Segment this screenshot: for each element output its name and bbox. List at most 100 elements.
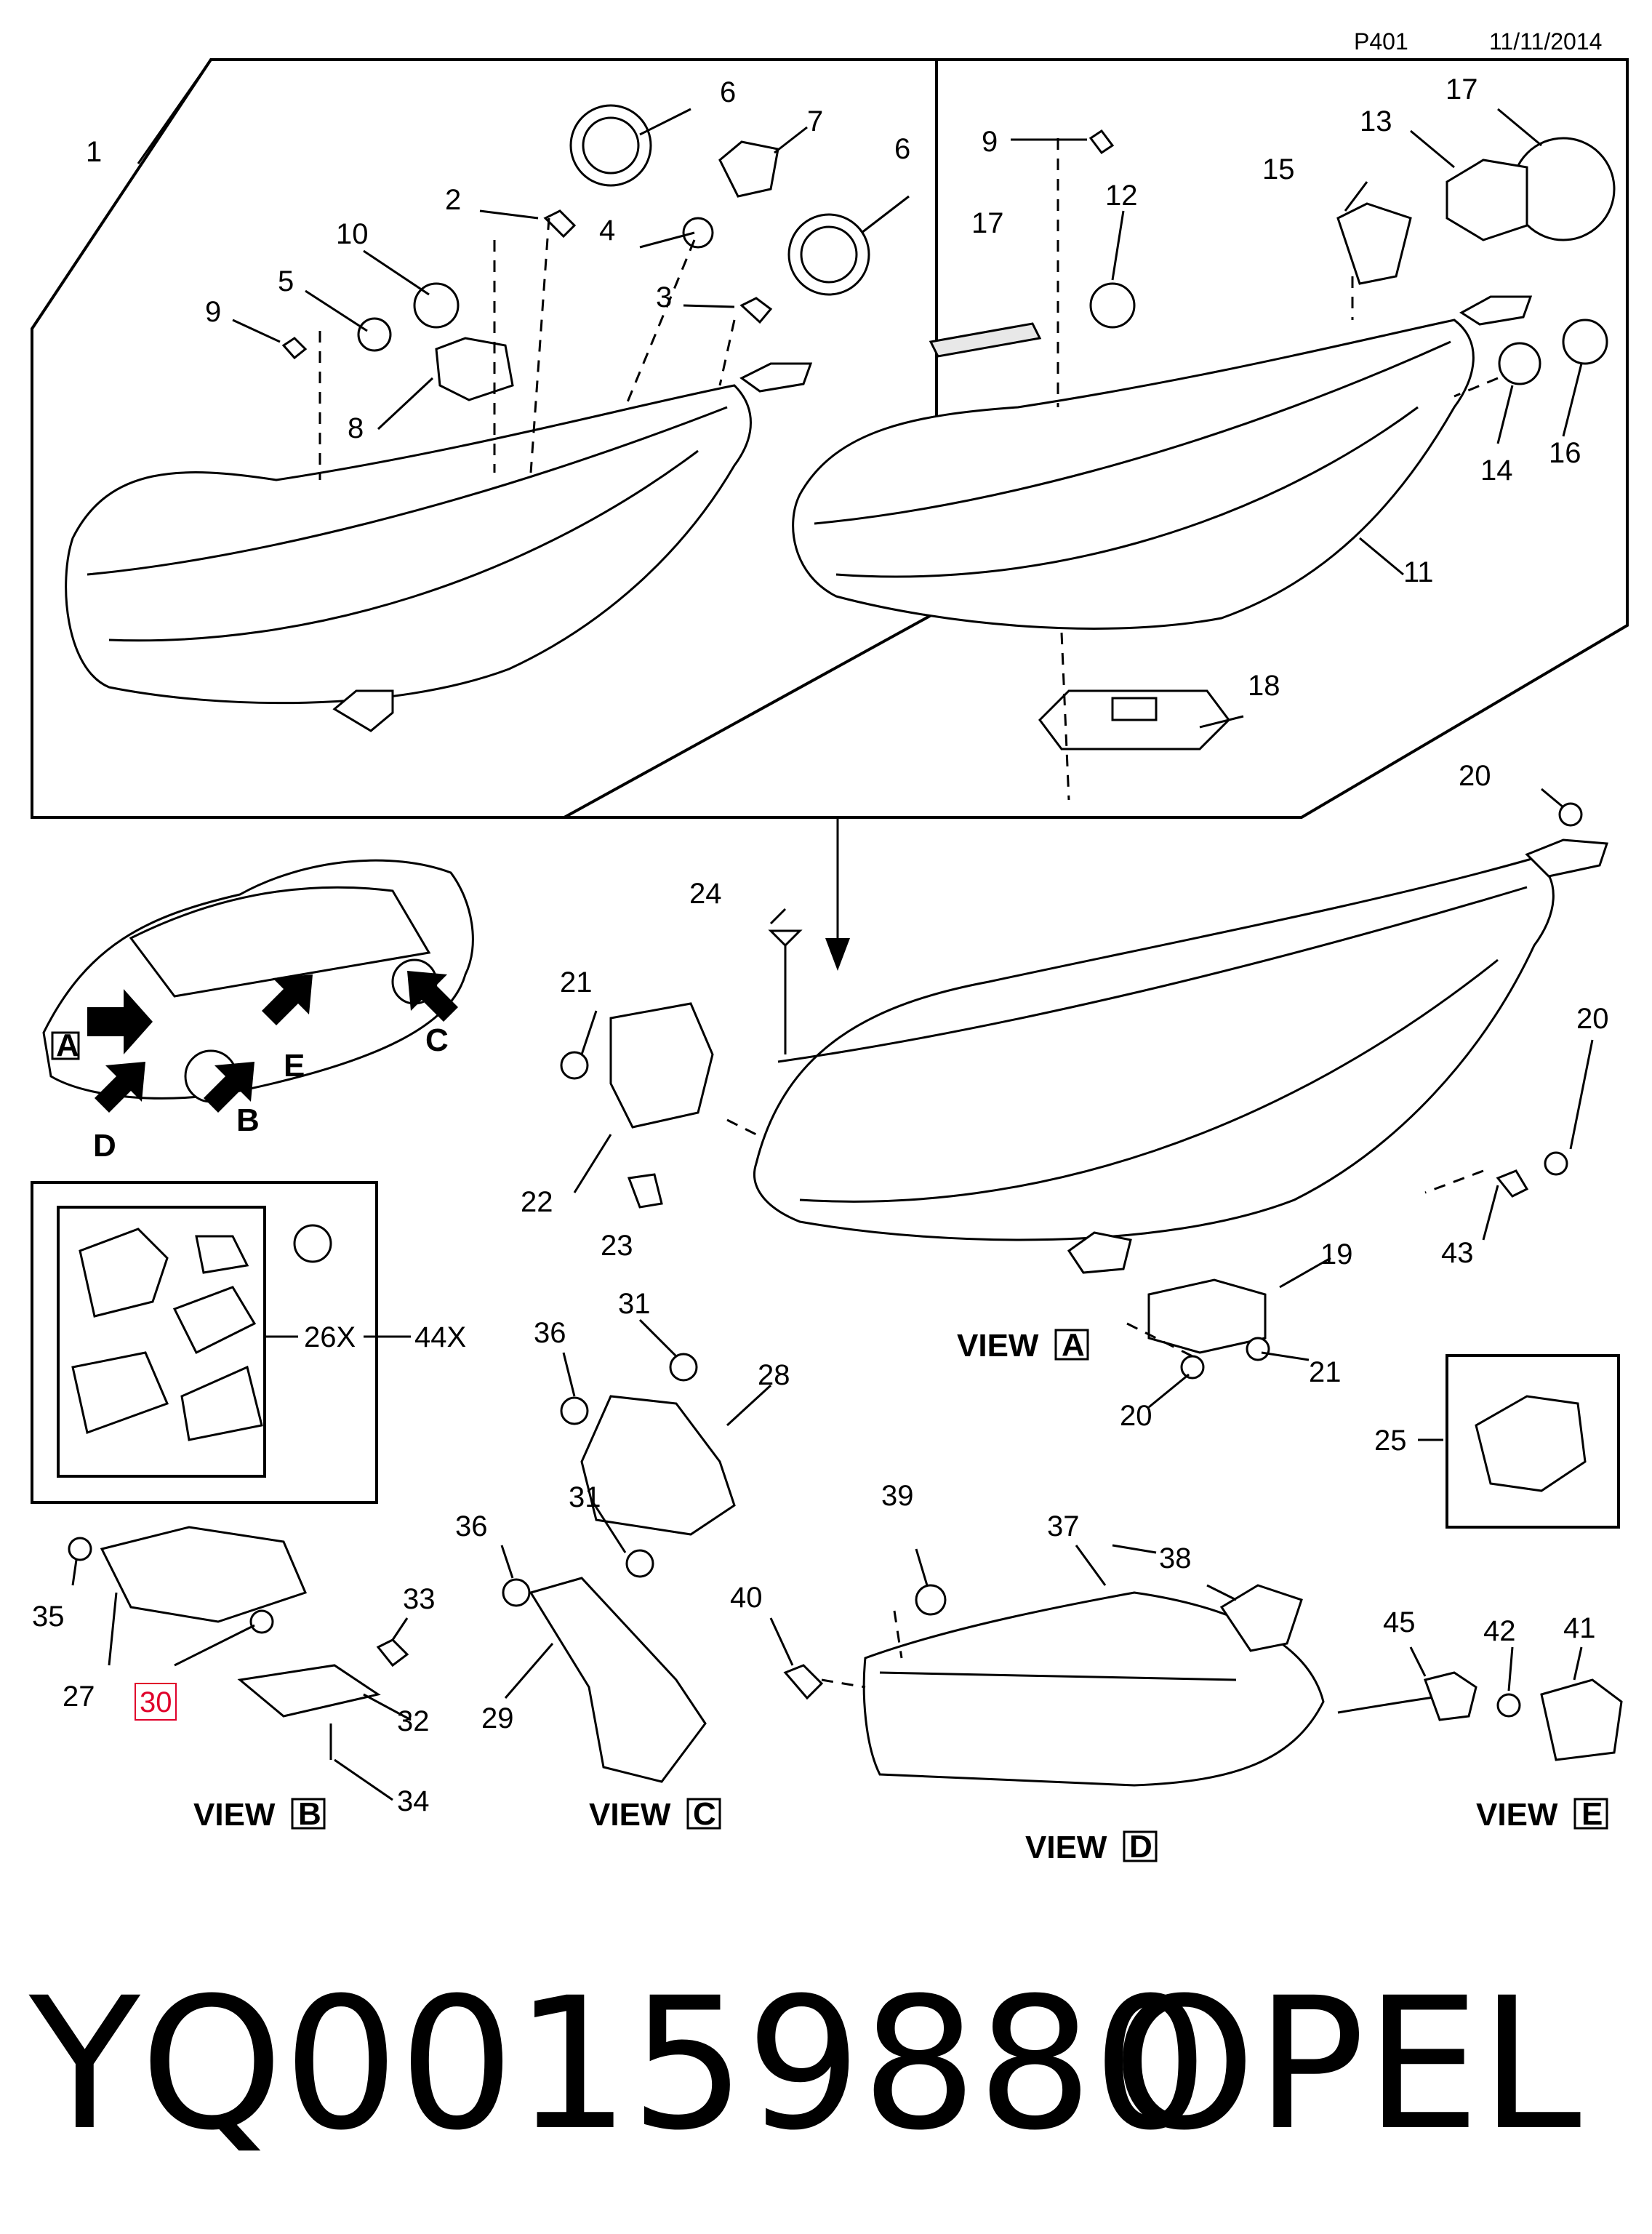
callout-40: 40 <box>730 1582 763 1614</box>
vehicle-sketch <box>42 859 474 1103</box>
callout-11: 11 <box>1403 556 1434 588</box>
callout-29: 29 <box>481 1702 514 1734</box>
marker-c: C <box>425 1022 449 1058</box>
headlamp-main <box>753 838 1609 1274</box>
clip-box <box>1446 1354 1620 1529</box>
view-d-caption: VIEW <box>1025 1830 1107 1865</box>
leader-lines-view-d <box>769 1544 1237 1689</box>
callout-20b: 20 <box>1576 1003 1609 1035</box>
sheet-code: P401 <box>1354 28 1408 55</box>
callout-10: 10 <box>336 218 369 250</box>
callout-43: 43 <box>1441 1237 1474 1269</box>
leader-lines-view-b <box>71 1559 412 1801</box>
kit-label-26x: 26X <box>304 1321 356 1353</box>
callout-23: 23 <box>601 1230 633 1262</box>
callout-numbers: 1 2 3 4 5 6 6 7 8 9 9 10 11 12 13 14 15 … <box>32 73 1609 1817</box>
leader-lines-view-a <box>573 788 1594 1409</box>
kit-box-outer <box>31 1181 378 1504</box>
leader-lines-view-e <box>1409 1646 1583 1691</box>
callout-9a: 9 <box>205 296 221 328</box>
callout-32: 32 <box>397 1705 430 1737</box>
kit-parts <box>71 1224 332 1441</box>
callout-21b: 21 <box>1309 1356 1342 1388</box>
callout-30: 30 <box>140 1686 172 1718</box>
callout-2: 2 <box>445 184 461 216</box>
callout-8: 8 <box>348 412 364 444</box>
pointer-arrow <box>825 938 850 971</box>
brand-name: OPEL <box>1112 1958 1581 2170</box>
callout-13: 13 <box>1360 105 1392 137</box>
callout-3: 3 <box>656 281 672 313</box>
callout-33: 33 <box>403 1583 436 1615</box>
leader-lines-view-c <box>500 1318 772 1699</box>
callout-38: 38 <box>1159 1542 1192 1574</box>
callout-35: 35 <box>32 1601 65 1633</box>
callout-6a: 6 <box>720 76 736 108</box>
marker-b: B <box>236 1102 260 1138</box>
callout-17b: 17 <box>971 207 1004 239</box>
view-d-letter: D <box>1129 1829 1152 1865</box>
callout-17a: 17 <box>1446 73 1478 105</box>
callout-1: 1 <box>86 136 102 168</box>
callout-16: 16 <box>1549 437 1581 469</box>
callout-24: 24 <box>689 878 722 910</box>
callout-21a: 21 <box>560 966 593 998</box>
view-e-sidemarker <box>1337 1671 1623 1761</box>
callout-5: 5 <box>278 265 294 297</box>
sheet-date: 11/11/2014 <box>1489 28 1602 55</box>
leader-lines-top <box>137 59 1583 801</box>
view-a-letter: A <box>1062 1327 1085 1363</box>
view-c-letter: C <box>693 1796 716 1832</box>
callout-19: 19 <box>1320 1238 1353 1270</box>
clip-part <box>1475 1395 1587 1492</box>
callout-39: 39 <box>881 1480 914 1512</box>
view-e-caption: VIEW <box>1476 1797 1558 1833</box>
view-a-parts <box>560 802 1583 1380</box>
callout-42: 42 <box>1483 1615 1516 1647</box>
view-b-caption: VIEW <box>193 1797 276 1833</box>
headlamp-left-assembly <box>65 362 813 732</box>
callout-18: 18 <box>1248 670 1280 702</box>
callout-15: 15 <box>1262 153 1295 185</box>
callout-31b: 31 <box>569 1481 601 1513</box>
callout-4: 4 <box>599 215 615 247</box>
callout-27: 27 <box>63 1681 95 1713</box>
view-e-letter: E <box>1581 1796 1603 1832</box>
callout-31a: 31 <box>618 1288 651 1320</box>
callout-36b: 36 <box>455 1510 488 1542</box>
callout-25: 25 <box>1374 1425 1407 1457</box>
callout-28: 28 <box>758 1359 790 1391</box>
kit-box-inner <box>57 1206 266 1478</box>
callout-36a: 36 <box>534 1317 566 1349</box>
callout-45: 45 <box>1383 1606 1416 1638</box>
callout-34: 34 <box>397 1785 430 1817</box>
view-b-letter: B <box>298 1796 321 1832</box>
bulb-parts-top <box>281 104 1616 750</box>
callout-12: 12 <box>1105 180 1138 212</box>
kit-label-44x: 44X <box>414 1321 466 1353</box>
callout-20c: 20 <box>1120 1400 1152 1432</box>
callout-22: 22 <box>521 1186 553 1218</box>
view-c-parts <box>502 1353 736 1783</box>
callout-7: 7 <box>807 105 823 137</box>
view-b-parts <box>68 1526 409 1760</box>
view-d-foglamp <box>783 1584 1325 1787</box>
marker-e: E <box>284 1048 305 1084</box>
highlight-box-30 <box>135 1683 177 1721</box>
view-captions: VIEW A VIEW B VIEW C VIEW D VIEW E <box>193 1327 1608 1865</box>
view-c-caption: VIEW <box>589 1797 671 1833</box>
part-number: YQ00159880 <box>28 1958 1208 2170</box>
callout-14: 14 <box>1480 455 1513 487</box>
view-markers: A B C D E <box>51 971 458 1164</box>
headlamp-right-assembly <box>792 295 1533 630</box>
marker-d: D <box>93 1128 116 1164</box>
marker-a: A <box>56 1028 79 1063</box>
callout-6b: 6 <box>894 133 910 165</box>
view-a-caption: VIEW <box>957 1328 1039 1364</box>
callout-20a: 20 <box>1459 760 1491 792</box>
callout-9b: 9 <box>982 126 998 158</box>
callout-37: 37 <box>1047 1510 1080 1542</box>
callout-41: 41 <box>1563 1612 1596 1644</box>
exploded-frame <box>31 58 1629 819</box>
